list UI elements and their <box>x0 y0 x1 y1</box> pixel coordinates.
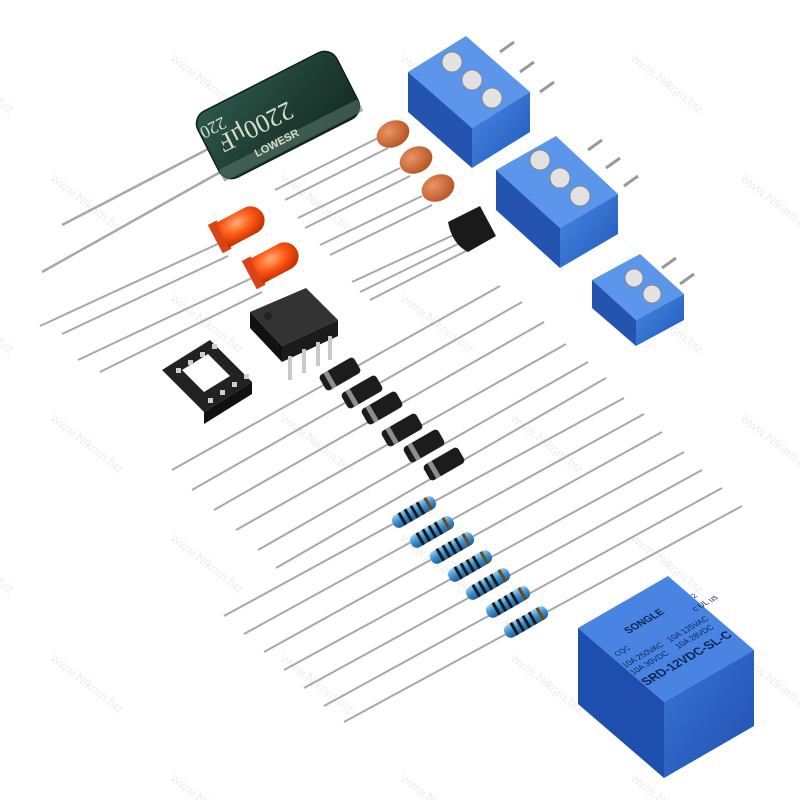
watermark-text: www.Nikom.biz <box>737 410 800 477</box>
ceramic-capacitors <box>274 120 455 256</box>
ic-socket <box>162 340 252 424</box>
diode <box>275 377 607 569</box>
watermark-text: www.Nikom.biz <box>167 770 246 800</box>
watermark-text: www.Nikom.biz <box>0 50 17 117</box>
watermark-text: www.Nikom.biz <box>277 650 356 717</box>
watermark-text: www.Nikom.biz <box>47 410 126 477</box>
diode <box>213 321 545 511</box>
watermark-text: www.Nikom.biz <box>737 170 800 237</box>
red-led-1 <box>207 206 265 254</box>
ceramic-capacitor-2 <box>399 146 433 174</box>
watermark-text: www.Nikom.biz <box>397 290 476 357</box>
dip8-ic <box>250 288 338 380</box>
ceramic-capacitor-1 <box>376 120 410 148</box>
ceramic-capacitor-3 <box>421 174 455 202</box>
resistor <box>263 431 663 653</box>
diodes-group <box>171 285 607 569</box>
watermark-text: www.Nikom.biz <box>0 290 17 357</box>
songle-relay: SONGLE CQC 10A 250VAC 10A 30VDC 10A 125V… <box>578 576 754 778</box>
watermark-text: www.Nikom.biz <box>397 770 476 800</box>
watermark-text: www.Nikom.biz <box>627 50 706 117</box>
watermark-text: www.Nikom.biz <box>277 170 356 237</box>
terminal-block-3pin-a <box>408 36 555 168</box>
resistors-group <box>223 397 743 723</box>
electrolytic-capacitor: 2200μF LOWESR 220 <box>41 50 364 274</box>
resistor <box>243 413 645 635</box>
watermark-text: www.Nikom.biz <box>507 650 586 717</box>
resistor <box>303 469 703 689</box>
resistor <box>283 451 685 671</box>
diode <box>257 361 589 551</box>
relay-ul-number: 2 <box>689 592 699 600</box>
watermark-text: www.Nikom.biz <box>0 770 17 800</box>
resistor <box>323 487 723 707</box>
terminal-block-3pin-b <box>496 136 639 268</box>
terminal-block-2pin <box>592 254 695 346</box>
watermark-text: www.Nikom.biz <box>0 530 17 597</box>
red-leds <box>39 206 299 373</box>
resistor <box>223 397 625 617</box>
watermark-text: www.Nikom.biz <box>47 650 126 717</box>
red-led-2 <box>241 242 299 290</box>
diode <box>171 285 501 471</box>
resistor <box>343 505 743 723</box>
watermark-text: www.Nikom.biz <box>47 170 126 237</box>
diode <box>235 343 567 531</box>
diode <box>191 301 523 491</box>
watermark-text: www.Nikom.biz <box>167 530 246 597</box>
transistor-to92 <box>351 206 496 301</box>
